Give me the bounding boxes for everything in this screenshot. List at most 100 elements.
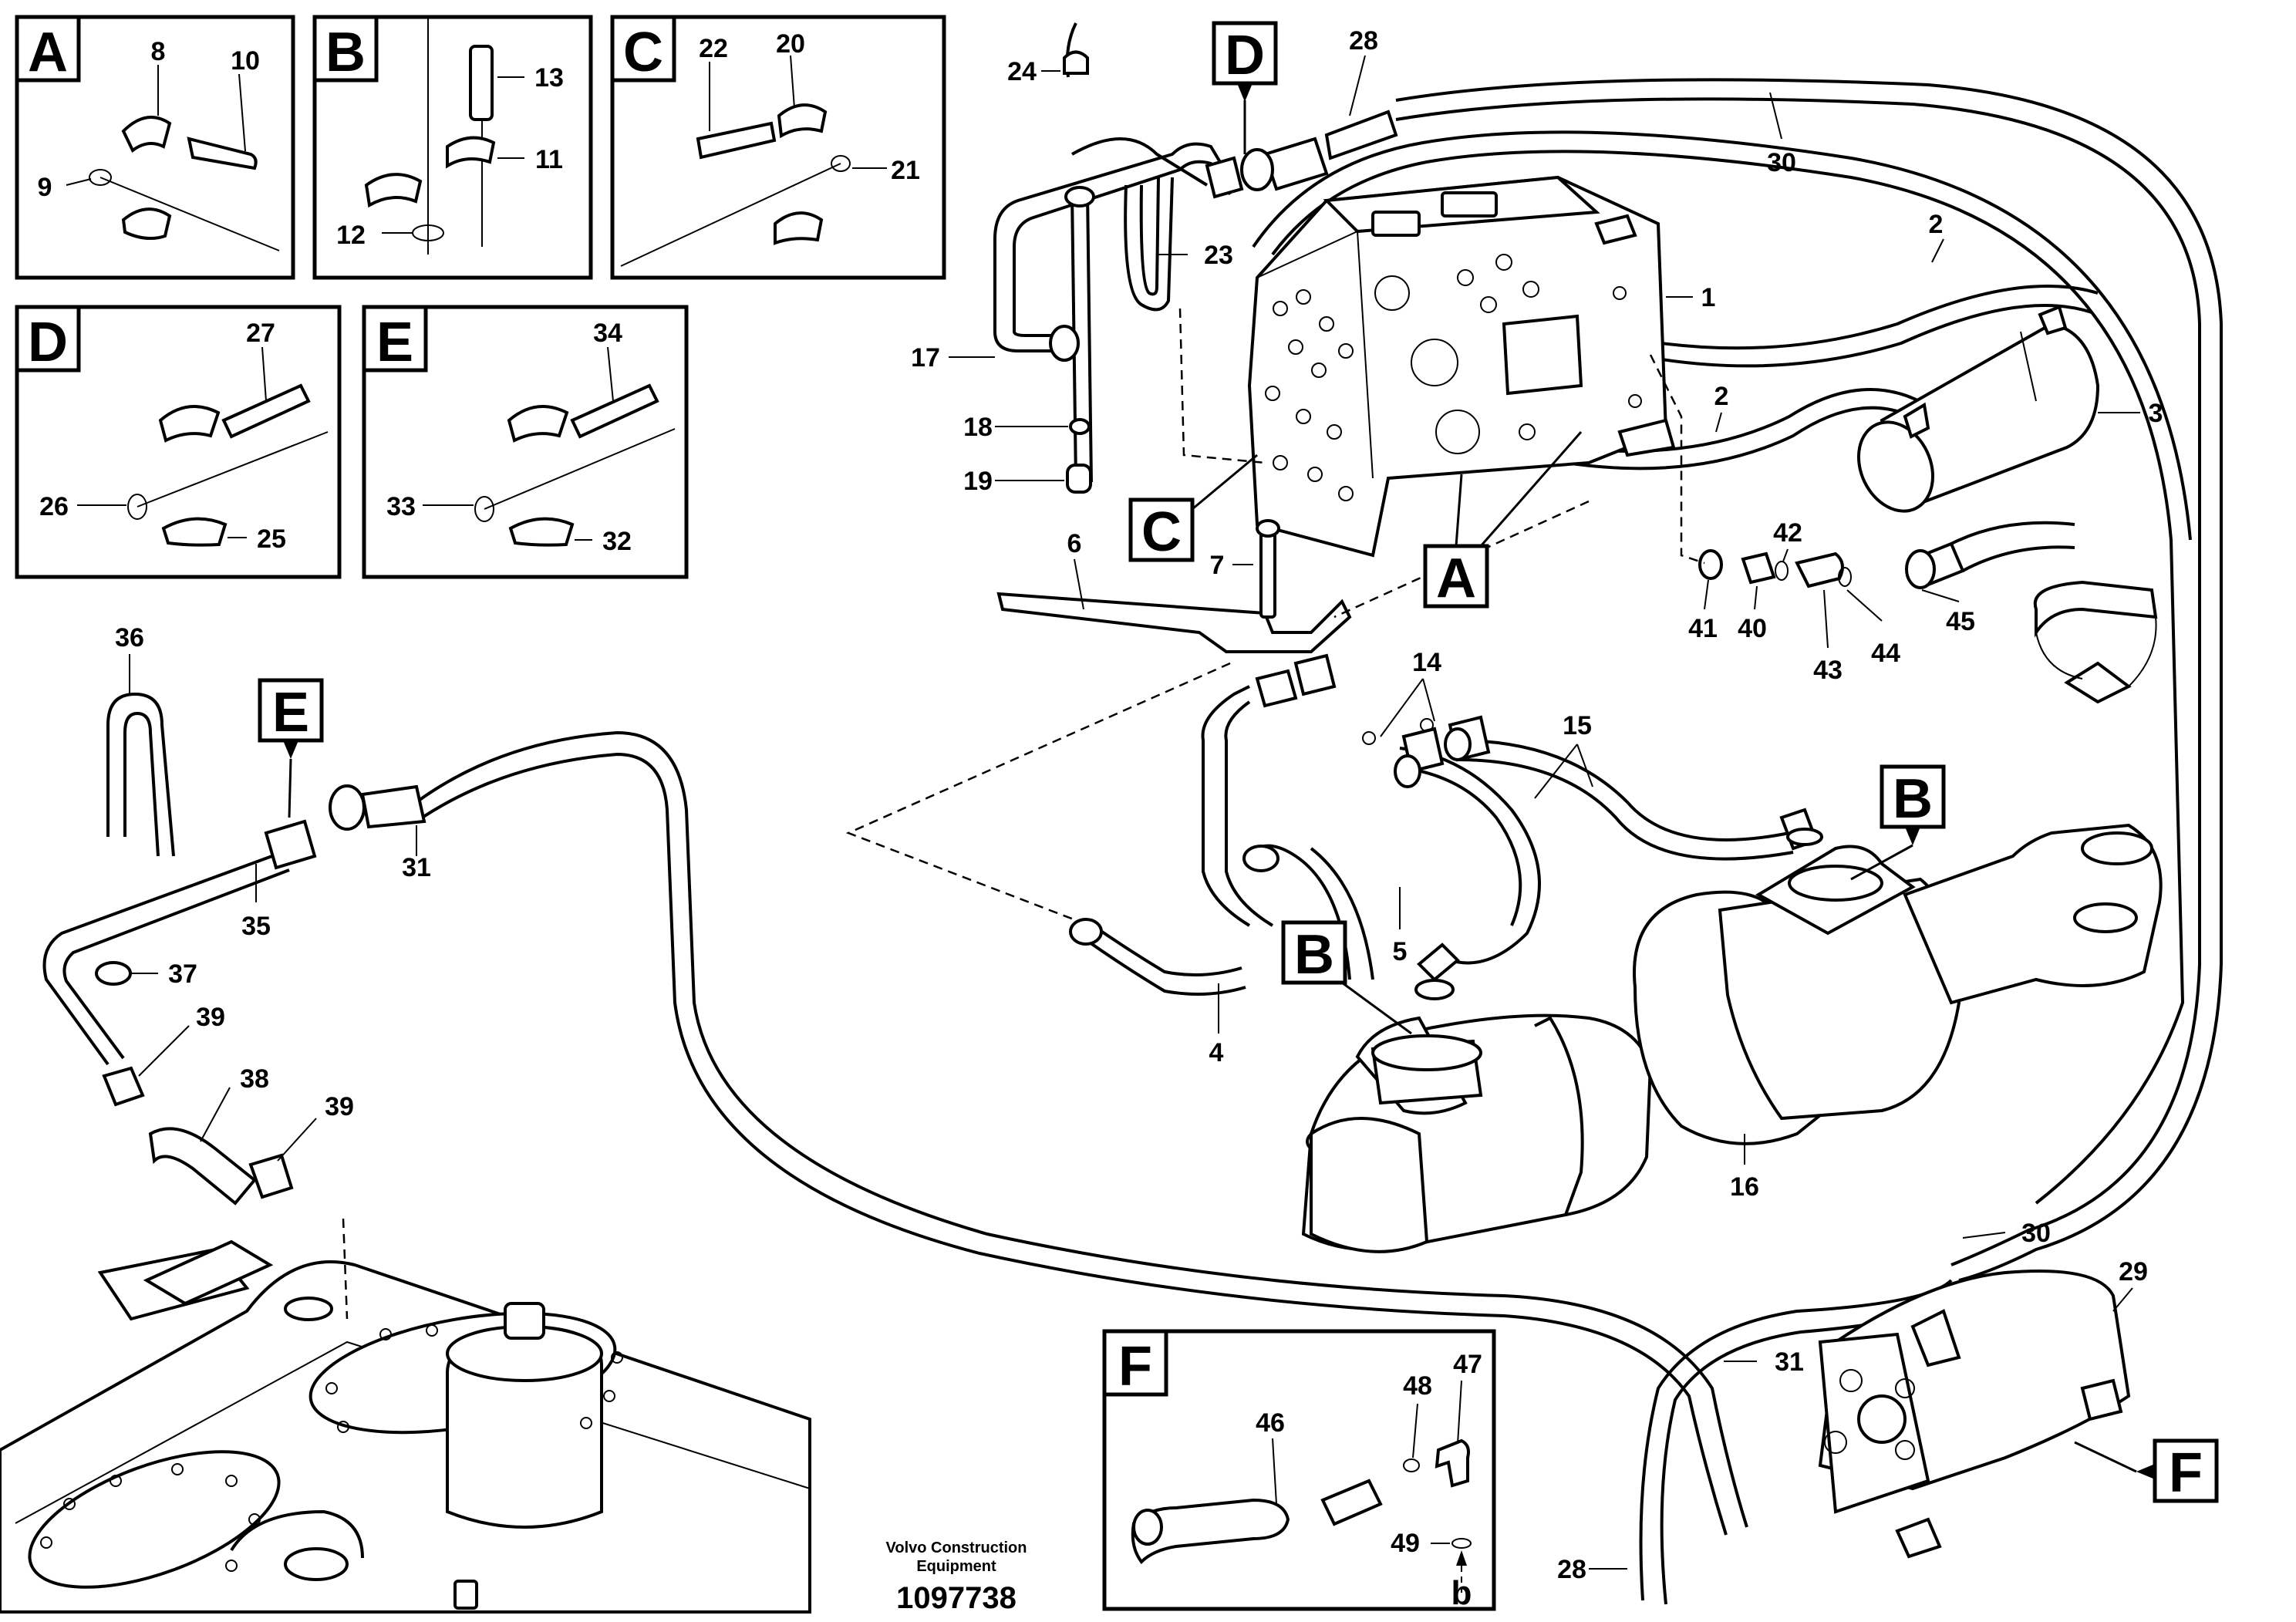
svg-text:C: C	[1141, 501, 1182, 563]
label-42: 42	[1773, 518, 1802, 548]
label-30b: 30	[2021, 1219, 2051, 1248]
flange-half	[446, 136, 496, 169]
hose-30	[1252, 78, 2223, 1282]
screw	[221, 383, 311, 439]
label-34: 34	[593, 319, 622, 348]
label-2b: 2	[1714, 382, 1729, 411]
hose-end	[1131, 1498, 1290, 1565]
screw	[570, 383, 659, 439]
flange-e	[264, 819, 317, 870]
detail-box-c: C 22 20 21	[610, 15, 946, 280]
label-17: 17	[911, 343, 940, 373]
label-28b: 28	[1557, 1555, 1586, 1584]
label-b: b	[1451, 1574, 1472, 1612]
fittings-40-45	[1698, 521, 2075, 589]
suction-pipe	[42, 784, 426, 1206]
flange-half	[121, 116, 172, 153]
detail-letter-d: D	[28, 312, 68, 373]
label-9: 9	[38, 173, 52, 202]
steering-cylinder-left	[1301, 1013, 1653, 1253]
label-14: 14	[1412, 648, 1441, 677]
detail-box-e: E 34 33 32	[362, 305, 689, 579]
clamp-39	[248, 1153, 294, 1199]
label-27: 27	[246, 319, 275, 348]
label-25: 25	[257, 524, 286, 554]
detail-letter-b: B	[325, 22, 366, 83]
flange-half	[774, 211, 824, 245]
hose-31	[415, 730, 1748, 1536]
label-7: 7	[1210, 551, 1225, 580]
label-38: 38	[240, 1064, 269, 1094]
screw	[187, 137, 258, 170]
label-12: 12	[336, 221, 366, 250]
drawing-footer: Volvo Construction Equipment 1097738	[886, 1539, 1027, 1615]
steering-cylinder-right	[1633, 823, 2163, 1145]
label-39: 39	[196, 1003, 225, 1032]
label-47: 47	[1453, 1350, 1482, 1379]
flange-half	[508, 517, 575, 547]
detail-letter-e: E	[376, 312, 413, 373]
svg-text:F: F	[2169, 1442, 2203, 1504]
brand-line-1: Volvo Construction	[886, 1539, 1027, 1556]
svg-text:B: B	[1294, 924, 1334, 986]
detail-box-f: F 46 48 47 49 b	[1102, 1329, 1496, 1612]
label-31b: 31	[1775, 1347, 1804, 1377]
svg-text:A: A	[1436, 548, 1476, 609]
callout-a: A	[1423, 431, 1583, 609]
svg-text:E: E	[272, 682, 309, 744]
label-22: 22	[699, 34, 728, 63]
flange-half	[777, 103, 828, 139]
flange-half	[161, 517, 228, 547]
flange-half	[158, 405, 221, 443]
detail-letter-a: A	[28, 22, 68, 83]
u-bolt-23	[1124, 177, 1174, 312]
callout-c: C	[1128, 454, 1258, 563]
label-45: 45	[1946, 607, 1975, 636]
label-44: 44	[1871, 639, 1900, 668]
hose-38	[148, 1127, 257, 1206]
label-10: 10	[231, 46, 260, 76]
label-24: 24	[1007, 57, 1037, 86]
elbow	[1435, 1438, 1470, 1488]
label-28: 28	[1349, 26, 1378, 56]
label-48: 48	[1403, 1371, 1432, 1401]
callout-d: D	[1212, 21, 1278, 154]
screw	[469, 45, 494, 121]
detail-box-a: A 8 10 9	[15, 15, 295, 280]
label-39b: 39	[325, 1092, 354, 1121]
valve-block	[1502, 314, 1583, 396]
drawing-number: 1097738	[896, 1581, 1017, 1615]
label-16: 16	[1730, 1172, 1759, 1202]
callout-b-right: B	[1850, 764, 1946, 881]
adapter	[1320, 1479, 1383, 1526]
tank-bolts	[40, 1324, 623, 1572]
flange-half	[364, 173, 423, 208]
hydraulic-tank	[0, 1239, 811, 1614]
label-32: 32	[602, 527, 632, 556]
detail-letter-c: C	[623, 22, 663, 83]
callout-f: F	[2074, 1438, 2219, 1504]
label-5: 5	[1393, 937, 1408, 966]
label-21: 21	[891, 156, 920, 185]
pipe-4	[1069, 918, 1246, 996]
u-bolt-36	[95, 692, 175, 986]
label-6: 6	[1067, 529, 1082, 558]
detail-box-d: D 27 26 25	[15, 305, 342, 579]
label-33: 33	[386, 492, 416, 521]
label-29: 29	[2119, 1257, 2148, 1286]
callout-e: E	[258, 678, 324, 818]
flange-half	[507, 405, 569, 443]
label-26: 26	[39, 492, 69, 521]
label-20: 20	[776, 29, 805, 59]
brand-line-2: Equipment	[916, 1558, 996, 1575]
label-46: 46	[1256, 1408, 1285, 1438]
label-19: 19	[963, 467, 993, 496]
label-1: 1	[1701, 283, 1716, 312]
steering-hoses	[1201, 653, 1823, 1000]
label-13: 13	[534, 63, 564, 93]
label-11: 11	[535, 145, 563, 174]
screw	[696, 121, 777, 160]
pipe-17	[993, 22, 1244, 494]
part-labels: 1 2 2 3 4 5 6 7 14 15 16 17 18 19 23 24 …	[115, 26, 2163, 1584]
